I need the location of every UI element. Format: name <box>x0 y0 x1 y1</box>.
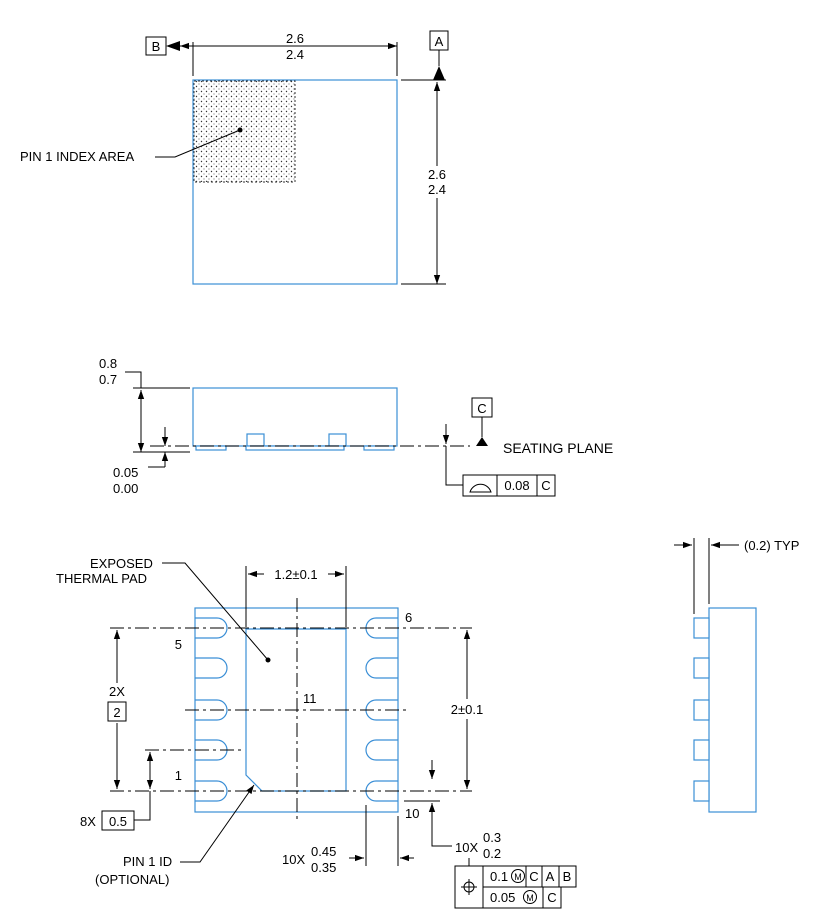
typ-label: (0.2) TYP <box>744 538 799 553</box>
lead <box>195 617 228 639</box>
pin1-index-area <box>193 80 296 183</box>
lead <box>195 699 228 721</box>
datum-a-triangle <box>433 66 445 80</box>
flatness-datum: C <box>541 478 550 493</box>
lead-length-min: 0.35 <box>311 860 336 875</box>
top-height-min: 2.4 <box>428 182 446 197</box>
lead <box>195 780 228 802</box>
pitch-value: 0.5 <box>109 814 127 829</box>
end-lead <box>693 617 710 639</box>
end-view-outline <box>708 607 757 813</box>
pad-height-value: 2 <box>451 702 458 717</box>
tol1-value: 0.1 <box>490 869 508 884</box>
datum-a-label: A <box>435 34 444 49</box>
top-width-min: 2.4 <box>286 47 304 62</box>
side-height-min: 0.7 <box>99 372 117 387</box>
end-view: (0.2) TYP <box>674 538 799 813</box>
side-height-max: 0.8 <box>99 356 117 371</box>
lead-length-max: 0.45 <box>311 844 336 859</box>
exposed-pad-label-1: EXPOSED <box>90 556 153 571</box>
pin-10-label: 10 <box>405 806 419 821</box>
side-view: 0.8 0.7 0.05 0.00 C SEATING PLANE 0.08 C <box>99 356 613 497</box>
end-lead <box>693 699 710 721</box>
span-value: 2 <box>113 705 120 720</box>
pin-1-label: 1 <box>175 768 182 783</box>
pin1-id-label-2: (OPTIONAL) <box>95 872 169 887</box>
basic-dim-box <box>107 701 127 722</box>
side-lead <box>328 433 347 447</box>
pad-11-label: 11 <box>303 691 317 706</box>
bottom-view: 5 6 1 10 11 EXPOSED THERMAL PAD 1.2±0.1 … <box>56 556 577 909</box>
datum-b-triangle <box>166 41 180 51</box>
end-lead <box>693 780 710 802</box>
standoff-min: 0.00 <box>113 481 138 496</box>
package-outline-top <box>192 79 398 285</box>
package-outline-side <box>192 387 398 447</box>
lead <box>365 657 398 679</box>
pitch-count: 8X <box>80 814 96 829</box>
flatness-leader <box>445 446 463 486</box>
lead-width-count: 10X <box>455 840 478 855</box>
side-lead <box>246 433 265 447</box>
pitch-leader <box>134 791 151 821</box>
mmc-icon: M <box>514 872 522 882</box>
pin1-id-leader <box>180 784 255 863</box>
side-terminal <box>245 445 345 451</box>
mmc-icon <box>511 869 525 883</box>
lead-width-min: 0.2 <box>483 846 501 861</box>
end-lead <box>693 739 710 761</box>
leader-dot <box>237 127 243 133</box>
exposed-pad-label-2: THERMAL PAD <box>56 571 147 586</box>
pad-height-tol: 0.1 <box>465 702 483 717</box>
end-lead <box>693 657 710 679</box>
lead-width-leader <box>431 816 452 847</box>
flatness-value: 0.08 <box>504 478 529 493</box>
tol2-datum-cell <box>542 886 562 909</box>
mmc-icon <box>523 890 537 904</box>
flatness-symbol-cell <box>462 474 498 497</box>
seating-plane-label: SEATING PLANE <box>503 440 613 456</box>
pad-width-tol: 0.1 <box>300 567 318 582</box>
pin1-index-leader <box>155 129 241 158</box>
pin1-index-label: PIN 1 INDEX AREA <box>20 149 134 164</box>
top-view: B 2.6 2.4 A 2.6 2.4 PIN 1 INDEX AREA <box>20 30 449 285</box>
top-width-max: 2.6 <box>286 31 304 46</box>
pad-height-dim: 2±0.1 <box>451 702 483 717</box>
leader-dot <box>265 657 271 663</box>
tol1-datum-c: C <box>529 869 538 884</box>
pad-width-dim: 1.2±0.1 <box>274 567 317 582</box>
pin-6-label: 6 <box>405 610 412 625</box>
standoff-max: 0.05 <box>113 465 138 480</box>
lead <box>195 657 228 679</box>
datum-b-label: B <box>152 39 161 54</box>
pad-width-value: 1.2 <box>274 567 292 582</box>
side-terminal <box>195 445 227 451</box>
tol2-value: 0.05 <box>490 890 515 905</box>
tol2-datum-c: C <box>547 890 556 905</box>
side-height-leader <box>125 371 142 388</box>
top-height-max: 2.6 <box>428 167 446 182</box>
datum-c-triangle <box>476 437 488 446</box>
tol1-datum-cell <box>558 865 577 888</box>
tol1-datum-b: B <box>563 869 572 884</box>
dim-text-gap <box>446 699 490 719</box>
pin-5-label: 5 <box>175 637 182 652</box>
lead <box>365 739 398 761</box>
tol1-datum-a: A <box>546 869 555 884</box>
side-terminal <box>363 445 395 451</box>
dim-text-gap <box>425 166 449 198</box>
lead-width-max: 0.3 <box>483 830 501 845</box>
mmc-icon: M <box>526 893 534 903</box>
datum-c-label: C <box>477 401 486 416</box>
basic-dim-box <box>101 810 135 831</box>
profile-surface-icon <box>469 483 492 493</box>
exposed-pad-leader <box>162 562 269 661</box>
lead-length-count: 10X <box>282 852 305 867</box>
span-count: 2X <box>109 684 125 699</box>
flatness-datum-cell <box>536 474 556 497</box>
pin1-id-label-1: PIN 1 ID <box>123 854 172 869</box>
